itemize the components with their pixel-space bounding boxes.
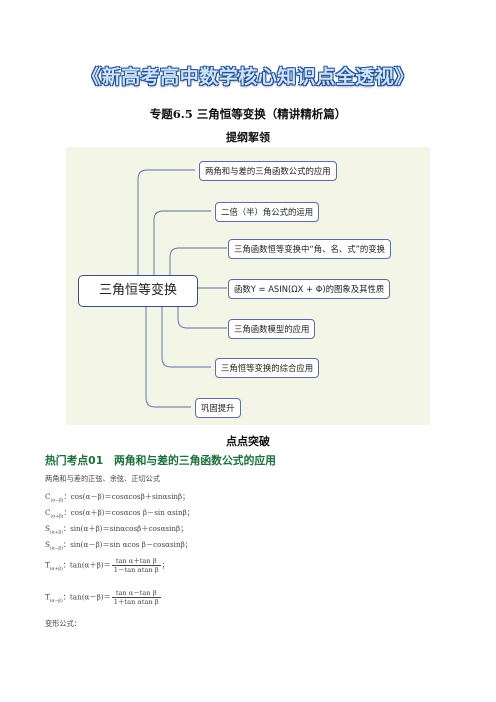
formula-cos-sum: C(α+β)：cos(α＋β)＝cosαcos β－sin αsinβ； [45, 508, 194, 520]
outline-heading: 提纲挈领 [226, 131, 270, 144]
mind-map-root: 三角恒等变换 [78, 275, 198, 307]
branch-consolidate: 巩固提升 [195, 398, 241, 418]
points-heading: 点点突破 [226, 435, 270, 448]
formula-sin-sum: S(α+β)：sin(α＋β)＝sinαcosβ＋cosαsinβ； [45, 524, 188, 536]
branch-comprehensive: 三角恒等变换的综合应用 [215, 358, 320, 378]
hot-topic-title: 热门考点01 两角和与差的三角函数公式的应用 [45, 454, 276, 467]
formula-cos-diff: C(α−β)：cos(α－β)＝cosαcosβ＋sinαsinβ； [45, 492, 190, 504]
document-banner: 《新高考高中数学核心知识点全透视》 [82, 66, 414, 88]
branch-angle-name-form: 三角函数恒等变换中“角、名、式”的变换 [228, 239, 392, 259]
branch-double-half-angle: 二倍（半）角公式的运用 [215, 202, 320, 222]
branch-trig-model: 三角函数模型的应用 [228, 319, 316, 339]
formula-sin-diff: S(α−β)：sin(α－β)＝sin αcos β－cosαsinβ； [45, 540, 192, 552]
branch-sine-function-graph: 函数Y = ASIN(ΩX + Φ)的图象及其性质 [228, 279, 391, 299]
mind-map: 三角恒等变换 两角和与差的三角函数公式的应用 二倍（半）角公式的运用 三角函数恒… [66, 147, 430, 425]
deform-formula-label: 变形公式： [45, 619, 81, 628]
mind-map-connectors [137, 169, 227, 408]
branch-sum-difference-formulas: 两角和与差的三角函数公式的应用 [199, 161, 337, 181]
document-subtitle: 专题6.5 三角恒等变换（精讲精析篇） [149, 107, 347, 121]
formula-intro: 两角和与差的正弦、余弦、正切公式 [45, 474, 161, 483]
